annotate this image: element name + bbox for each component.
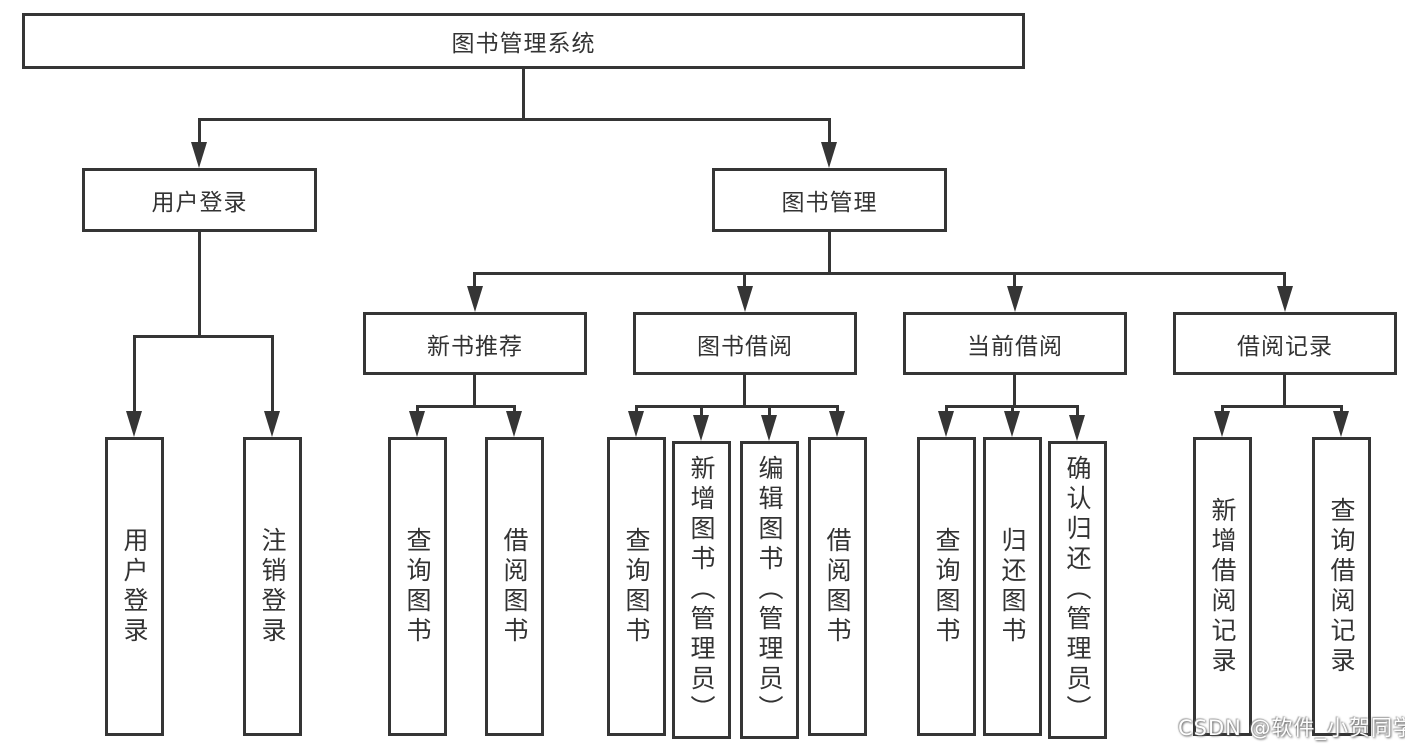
leaf-borrow-query-books: 查询图书	[607, 437, 666, 736]
connector-line	[768, 405, 771, 417]
connector-line	[700, 405, 703, 417]
connector-line	[513, 405, 516, 413]
leaf-user-login-label: 用户登录	[120, 526, 149, 647]
leaf-edit-books-admin-label: 编辑图书（管理员）	[755, 455, 784, 725]
connector-line	[416, 405, 516, 408]
connector-line	[1340, 405, 1343, 413]
leaf-add-borrow-record: 新增借阅记录	[1193, 437, 1252, 736]
leaf-add-borrow-record-label: 新增借阅记录	[1208, 496, 1237, 677]
leaf-edit-books-admin: 编辑图书（管理员）	[740, 441, 799, 739]
leaf-add-books-admin-label: 新增图书（管理员）	[687, 455, 716, 725]
node-user-login-module-label: 用户登录	[151, 190, 248, 216]
connector-line	[522, 68, 525, 118]
connector-line	[635, 405, 638, 413]
leaf-current-query-books: 查询图书	[917, 437, 976, 736]
connector-line	[133, 335, 136, 413]
arrowhead-down-icon	[938, 411, 954, 437]
connector-line	[416, 405, 419, 413]
connector-line	[1221, 405, 1224, 413]
arrowhead-down-icon	[467, 286, 483, 312]
connector-line	[271, 335, 274, 413]
connector-line	[133, 335, 274, 338]
node-library-system-label: 图书管理系统	[451, 31, 596, 57]
arrowhead-down-icon	[1007, 286, 1023, 312]
arrowhead-down-icon	[737, 286, 753, 312]
arrowhead-down-icon	[191, 142, 207, 168]
node-current-borrow: 当前借阅	[903, 312, 1127, 375]
node-current-borrow-label: 当前借阅	[967, 333, 1063, 360]
leaf-query-borrow-record-label: 查询借阅记录	[1327, 496, 1356, 677]
leaf-confirm-return-admin-label: 确认归还（管理员）	[1063, 455, 1092, 725]
arrowhead-down-icon	[264, 411, 280, 437]
connector-line	[473, 272, 476, 288]
arrowhead-down-icon	[628, 411, 644, 437]
leaf-borrow-books: 借阅图书	[808, 437, 867, 736]
arrowhead-down-icon	[1004, 411, 1020, 437]
connector-line	[473, 272, 1286, 275]
connector-line	[1011, 405, 1014, 413]
connector-line	[198, 118, 201, 144]
arrowhead-down-icon	[126, 411, 142, 437]
node-book-management-label: 图书管理	[781, 190, 878, 216]
leaf-add-books-admin: 新增图书（管理员）	[672, 441, 731, 739]
connector-line	[1283, 272, 1286, 288]
connector-line	[1013, 375, 1016, 405]
csdn-watermark: CSDN @软件_小贺同学	[1178, 716, 1405, 740]
connector-line	[743, 375, 746, 405]
node-borrow-records-label: 借阅记录	[1237, 333, 1333, 360]
connector-line	[828, 118, 831, 144]
arrowhead-down-icon	[1214, 411, 1230, 437]
leaf-borrow-query-books-label: 查询图书	[622, 526, 651, 647]
connector-line	[1283, 375, 1286, 405]
connector-line	[1013, 272, 1016, 288]
leaf-borrow-books-label: 借阅图书	[823, 526, 852, 647]
node-book-management: 图书管理	[712, 168, 947, 232]
connector-line	[945, 405, 948, 413]
arrowhead-down-icon	[821, 142, 837, 168]
node-borrow-records: 借阅记录	[1173, 312, 1397, 375]
connector-line	[743, 272, 746, 288]
connector-line	[198, 118, 831, 121]
leaf-return-books-label: 归还图书	[998, 526, 1027, 647]
leaf-recommend-borrow-books-label: 借阅图书	[500, 526, 529, 647]
arrowhead-down-icon	[693, 415, 709, 441]
node-book-borrow: 图书借阅	[633, 312, 857, 375]
node-library-system: 图书管理系统	[22, 13, 1025, 69]
leaf-current-query-books-label: 查询图书	[932, 526, 961, 647]
leaf-confirm-return-admin: 确认归还（管理员）	[1048, 441, 1107, 739]
arrowhead-down-icon	[409, 411, 425, 437]
leaf-query-borrow-record: 查询借阅记录	[1312, 437, 1371, 736]
arrowhead-down-icon	[761, 415, 777, 441]
node-book-borrow-label: 图书借阅	[697, 333, 793, 360]
connector-line	[473, 375, 476, 405]
arrowhead-down-icon	[506, 411, 522, 437]
arrowhead-down-icon	[829, 411, 845, 437]
arrowhead-down-icon	[1277, 286, 1293, 312]
leaf-logout-label: 注销登录	[258, 526, 287, 647]
leaf-recommend-query-books: 查询图书	[388, 437, 447, 736]
node-new-book-recommend-label: 新书推荐	[427, 333, 523, 360]
connector-line	[836, 405, 839, 413]
leaf-return-books: 归还图书	[983, 437, 1042, 736]
connector-line	[828, 232, 831, 272]
node-user-login-module: 用户登录	[82, 168, 317, 232]
leaf-user-login: 用户登录	[105, 437, 164, 736]
leaf-recommend-borrow-books: 借阅图书	[485, 437, 544, 736]
node-new-book-recommend: 新书推荐	[363, 312, 587, 375]
connector-line	[1221, 405, 1343, 408]
leaf-recommend-query-books-label: 查询图书	[403, 526, 432, 647]
arrowhead-down-icon	[1069, 415, 1085, 441]
connector-line	[1076, 405, 1079, 417]
connector-line	[198, 232, 201, 335]
connector-line	[635, 405, 839, 408]
leaf-logout: 注销登录	[243, 437, 302, 736]
arrowhead-down-icon	[1333, 411, 1349, 437]
